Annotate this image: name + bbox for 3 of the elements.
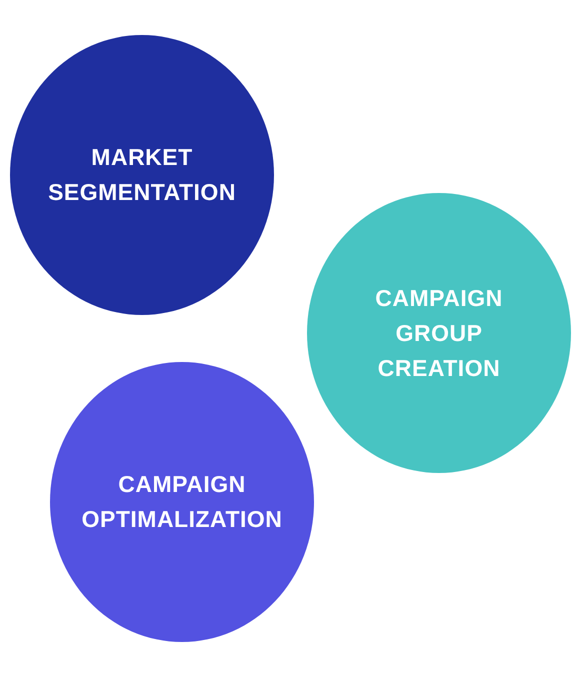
circle-label: CAMPAIGN OPTIMALIZATION bbox=[80, 470, 284, 534]
circle-label: CAMPAIGN GROUP CREATION bbox=[374, 284, 504, 382]
circle-label: MARKET SEGMENTATION bbox=[47, 143, 237, 207]
